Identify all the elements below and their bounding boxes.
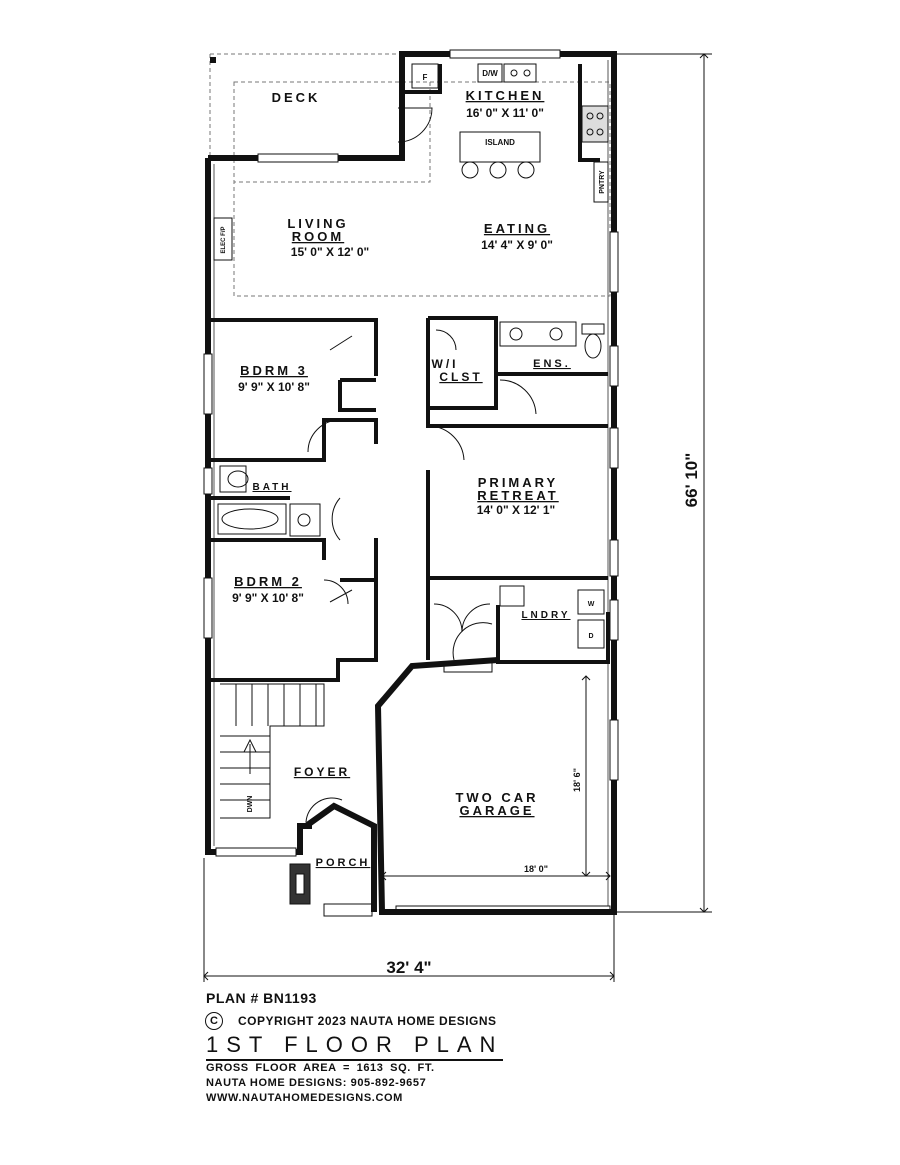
label-fireplace: ELEC F/P — [221, 226, 227, 253]
label-bath: BATH — [252, 482, 291, 493]
label-living-size: 15' 0" X 12' 0" — [291, 245, 369, 259]
label-kitchen-size: 16' 0" X 11' 0" — [466, 106, 544, 120]
label-bdrm3: BDRM 3 — [240, 363, 308, 378]
label-primary: PRIMARY — [478, 475, 558, 490]
plan-number: PLAN # BN1193 — [206, 990, 317, 1006]
label-clst: CLST — [439, 370, 482, 384]
plan-title: 1ST FLOOR PLAN — [206, 1032, 504, 1061]
label-bdrm2: BDRM 2 — [234, 574, 302, 589]
copyright-symbol: C — [205, 1012, 223, 1030]
label-pantry: PNTRY — [599, 170, 606, 194]
label-dw: D/W — [482, 69, 498, 78]
interior-walls — [208, 64, 610, 682]
label-eating: EATING — [484, 221, 550, 236]
label-deck: DECK — [272, 90, 321, 105]
label-washer: W — [588, 601, 595, 608]
overall-depth-label: 66' 10" — [682, 453, 701, 508]
label-dryer: D — [588, 633, 593, 640]
label-kitchen: KITCHEN — [466, 88, 545, 103]
label-garage: GARAGE — [459, 803, 534, 818]
label-room: ROOM — [292, 229, 344, 244]
floor-plan-drawing: DECK KITCHEN 16' 0" X 11' 0" ISLAND D/W … — [203, 49, 712, 982]
room-labels: DECK KITCHEN 16' 0" X 11' 0" ISLAND D/W … — [221, 69, 606, 869]
gross-floor-area: GROSS FLOOR AREA = 1613 SQ. FT. — [206, 1062, 435, 1074]
garage-depth-label: 18' 6" — [572, 768, 582, 792]
label-living: LIVING — [287, 216, 348, 231]
label-laundry: LNDRY — [521, 610, 570, 621]
label-wi: W/I — [432, 357, 459, 371]
dashed-outlines — [209, 53, 611, 297]
windows — [203, 49, 619, 857]
label-primary-size: 14' 0" X 12' 1" — [477, 503, 555, 517]
garage-width-label: 18' 0" — [524, 864, 548, 874]
dimension-labels: 66' 10" 32' 4" 18' 6" 18' 0" — [386, 453, 701, 977]
label-two-car: TWO CAR — [455, 790, 538, 805]
copyright-text: COPYRIGHT 2023 NAUTA HOME DESIGNS — [238, 1014, 497, 1028]
label-ens: ENS. — [533, 358, 571, 370]
dimension-lines — [203, 53, 712, 982]
label-bdrm3-size: 9' 9" X 10' 8" — [238, 380, 310, 394]
doors — [305, 107, 537, 823]
label-fridge: F — [423, 73, 428, 82]
fixtures — [213, 63, 611, 917]
stairs — [220, 683, 325, 819]
designer-phone: NAUTA HOME DESIGNS: 905-892-9657 — [206, 1077, 427, 1089]
label-island: ISLAND — [485, 138, 515, 147]
overall-width-label: 32' 4" — [386, 958, 431, 977]
label-retreat: RETREAT — [477, 488, 558, 503]
label-foyer: FOYER — [294, 765, 350, 779]
label-porch: PORCH — [316, 857, 371, 869]
label-eating-size: 14' 4" X 9' 0" — [481, 238, 553, 252]
designer-website: WWW.NAUTAHOMEDESIGNS.COM — [206, 1092, 403, 1104]
corner-marker — [210, 57, 216, 63]
label-stairs-down: DWN — [247, 796, 254, 813]
label-bdrm2-size: 9' 9" X 10' 8" — [232, 591, 304, 605]
